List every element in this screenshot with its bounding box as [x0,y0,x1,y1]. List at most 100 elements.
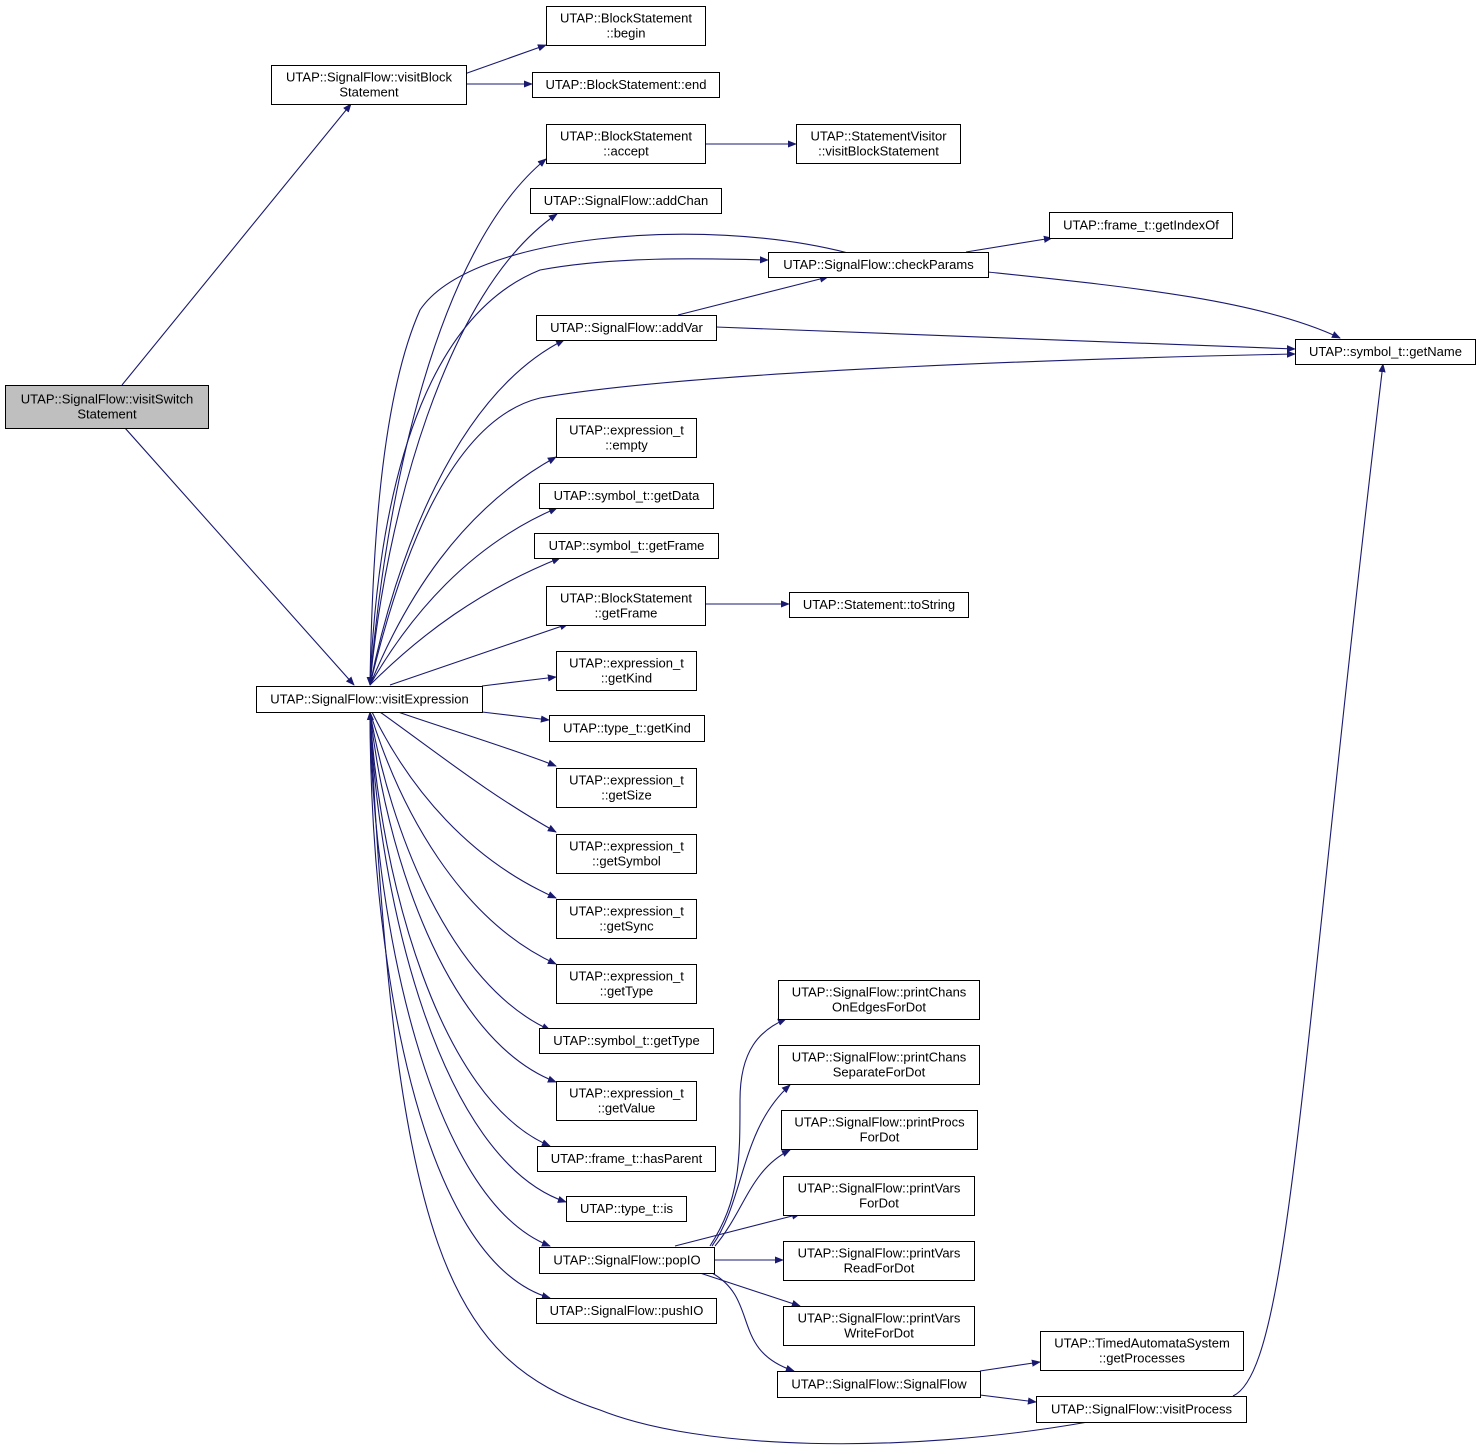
node-pushio[interactable]: UTAP::SignalFlow::pushIO [536,1298,717,1324]
node-getsize[interactable]: UTAP::expression_t::getSize [556,768,697,808]
edge-visitexpr-tgetkind [481,711,550,723]
node-egettype[interactable]: UTAP::expression_t::getType [556,964,697,1004]
node-box [556,651,697,691]
node-box [556,1081,697,1121]
edge-visitexpr-getsize [397,711,557,767]
edge-visitexpr-bsgetframe [389,623,569,686]
node-box [539,1247,715,1274]
node-label: UTAP::frame_t::getIndexOf [1063,218,1219,233]
node-vbs[interactable]: UTAP::SignalFlow::visitBlockStatement [271,65,467,105]
node-getindexof[interactable]: UTAP::frame_t::getIndexOf [1049,212,1233,239]
node-box [546,124,706,164]
edge-popio-pprocs [714,1149,791,1247]
edge-visitexpr-pushio [369,711,551,1300]
node-hasparent[interactable]: UTAP::frame_t::hasParent [537,1146,716,1172]
edge-visitexpr-addchan [369,213,558,686]
node-label: UTAP::expression_t [569,773,684,788]
node-label: SeparateForDot [833,1065,926,1080]
call-nodes: UTAP::SignalFlow::visitSwitchStatementUT… [5,6,1476,1423]
node-label: ::accept [603,144,649,159]
node-box [566,1196,687,1222]
node-label: ReadForDot [844,1261,915,1276]
node-box [778,980,980,1020]
node-bsaccept[interactable]: UTAP::BlockStatement::accept [546,124,706,164]
node-getvalue[interactable]: UTAP::expression_t::getValue [556,1081,697,1121]
node-getprocesses[interactable]: UTAP::TimedAutomataSystem::getProcesses [1040,1331,1244,1371]
edge-signalflow-visitprocess [979,1394,1037,1405]
edge-addvar-checkparams [677,275,829,316]
node-box [783,1241,975,1281]
edge-visitexpr-getsymbol [379,711,557,833]
node-label: Statement [77,407,137,422]
node-label: ::getSync [599,919,654,934]
node-tgetkind[interactable]: UTAP::type_t::getKind [549,715,705,742]
call-edges [121,44,1386,1445]
node-visitprocess[interactable]: UTAP::SignalFlow::visitProcess [1036,1396,1247,1423]
node-getdata[interactable]: UTAP::symbol_t::getData [539,483,714,509]
node-box [539,483,714,509]
node-tostring[interactable]: UTAP::Statement::toString [789,592,969,618]
node-label: UTAP::SignalFlow::visitBlock [286,70,452,85]
edge-popio-pcoe [709,1018,787,1247]
node-box [530,188,722,214]
node-addvar[interactable]: UTAP::SignalFlow::addVar [536,315,717,341]
node-box [536,1298,717,1324]
node-label: UTAP::symbol_t::getType [553,1033,699,1048]
node-sgettype[interactable]: UTAP::symbol_t::getType [539,1028,714,1054]
node-box [546,6,706,46]
node-label: ::begin [606,26,645,41]
node-label: ::empty [605,438,648,453]
node-label: UTAP::SignalFlow::printChans [792,985,967,1000]
node-empty[interactable]: UTAP::expression_t::empty [556,418,697,458]
edge-popio-pvars [674,1212,801,1247]
node-bsgetframe[interactable]: UTAP::BlockStatement::getFrame [546,586,706,626]
node-svvbs[interactable]: UTAP::StatementVisitor::visitBlockStatem… [796,124,961,164]
node-getname[interactable]: UTAP::symbol_t::getName [1295,339,1476,365]
node-visitexpr[interactable]: UTAP::SignalFlow::visitExpression [256,686,483,713]
edge-vbs-bsbegin [455,44,547,78]
node-popio[interactable]: UTAP::SignalFlow::popIO [539,1247,715,1274]
node-getsync[interactable]: UTAP::expression_t::getSync [556,899,697,939]
edge-popio-signalflow [711,1272,795,1372]
node-label: UTAP::SignalFlow::pushIO [550,1303,704,1318]
node-label: UTAP::SignalFlow::printVars [798,1311,961,1326]
node-label: UTAP::SignalFlow::printChans [792,1050,967,1065]
node-bsend[interactable]: UTAP::BlockStatement::end [532,72,720,98]
node-is[interactable]: UTAP::type_t::is [566,1196,687,1222]
node-addchan[interactable]: UTAP::SignalFlow::addChan [530,188,722,214]
node-box [796,124,961,164]
edge-visitexpr-getsync [371,711,557,899]
edge-popio-pvwrite [699,1272,801,1307]
node-label: UTAP::SignalFlow::visitExpression [270,692,468,707]
node-signalflow[interactable]: UTAP::SignalFlow::SignalFlow [777,1371,981,1398]
node-label: ::getValue [598,1101,656,1116]
node-box [789,592,969,618]
node-getsymbol[interactable]: UTAP::expression_t::getSymbol [556,834,697,874]
node-label: UTAP::SignalFlow::checkParams [783,257,974,272]
node-label: UTAP::expression_t [569,1086,684,1101]
edge-visitexpr-is [369,711,567,1203]
node-pcs[interactable]: UTAP::SignalFlow::printChansSeparateForD… [778,1045,980,1085]
edge-visitexpr-getdata [369,507,558,686]
node-pcoe[interactable]: UTAP::SignalFlow::printChansOnEdgesForDo… [778,980,980,1020]
node-box [549,715,705,742]
node-egetkind[interactable]: UTAP::expression_t::getKind [556,651,697,691]
node-stgetframe[interactable]: UTAP::symbol_t::getFrame [534,533,719,559]
node-label: Statement [339,85,399,100]
node-box [532,72,720,98]
node-box [539,1028,714,1054]
node-box [546,586,706,626]
node-label: UTAP::SignalFlow::addVar [550,320,703,335]
edge-visitexpr-empty [369,456,557,686]
node-label: ::getSize [601,788,652,803]
node-bsbegin[interactable]: UTAP::BlockStatement::begin [546,6,706,46]
node-checkparams[interactable]: UTAP::SignalFlow::checkParams [768,252,989,278]
node-label: UTAP::frame_t::hasParent [551,1151,703,1166]
edge-visitexpr-egetkind [481,674,557,687]
